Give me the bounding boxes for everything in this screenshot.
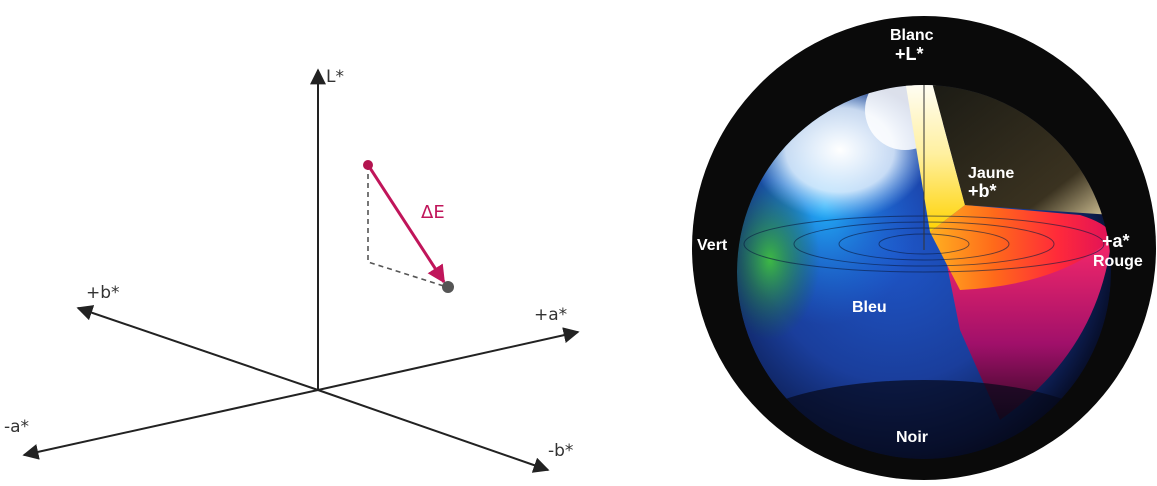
color-solid [737, 85, 1111, 459]
color-point-end [442, 281, 454, 293]
green-name-label: Vert [697, 237, 728, 254]
yellow-name-label: Jaune [968, 165, 1014, 182]
color-point-start [363, 160, 373, 170]
sphere-background [692, 16, 1156, 480]
delta-e-label: ΔE [421, 202, 445, 223]
minus-b-axis-label: -b* [548, 441, 573, 461]
minus-a-axis-label: -a* [4, 417, 29, 437]
b-axis-line [76, 305, 319, 391]
l-axis-label: L* [326, 67, 344, 87]
minus-b-axis-line [317, 389, 550, 473]
lab-axes-diagram: L* +a* -a* +b* -b* ΔE [4, 67, 580, 473]
black-name-label: Noir [896, 429, 928, 446]
white-axis-label: +L* [895, 44, 924, 64]
yellow-axis-label: +b* [968, 181, 997, 201]
white-name-label: Blanc [890, 27, 934, 44]
red-name-label: Rouge [1093, 253, 1143, 270]
blue-name-label: Bleu [852, 299, 887, 316]
minus-a-axis-line [22, 389, 319, 460]
plus-b-axis-label: +b* [86, 283, 120, 303]
plus-a-axis-label: +a* [534, 305, 567, 325]
red-axis-label: +a* [1102, 231, 1130, 251]
delta-e-arrow [368, 167, 446, 284]
a-axis-line [317, 327, 580, 391]
